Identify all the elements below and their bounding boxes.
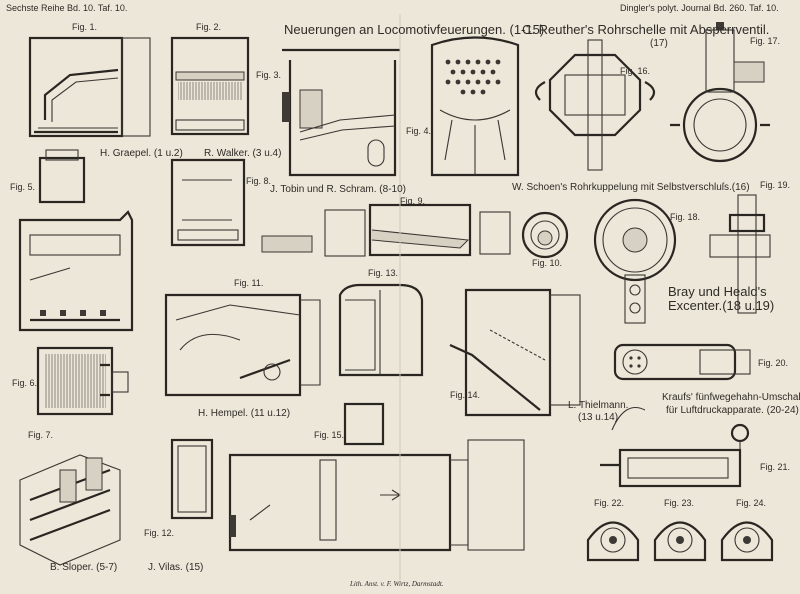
fig-2-label: Fig. 2. — [196, 22, 222, 32]
reuther-title: C. Reuther's Rohrschelle mit Absperrvent… — [522, 22, 770, 37]
kraus-title-2: für Luftdruckapparate. (20-24) — [666, 405, 799, 416]
drawing-fig-4 — [430, 36, 520, 177]
caption-hempel: H. Hempel. (11 u.12) — [198, 408, 291, 419]
fig-14-label: Fig. 14. — [450, 390, 481, 400]
fig-22-label: Fig. 22. — [594, 498, 625, 508]
drawing-fig-2 — [170, 36, 250, 136]
fig-8-label: Fig. 8. — [246, 176, 272, 186]
drawing-fig-22-24 — [586, 521, 774, 562]
drawing-fig-6 — [36, 346, 129, 416]
fig-6-label: Fig. 6. — [12, 378, 38, 388]
drawing-fig-8 — [170, 158, 246, 247]
bray-title-2: Excenter.(18 u.19) — [668, 298, 775, 313]
drawing-fig-19 — [709, 194, 771, 314]
fig-9-label: Fig. 9. — [400, 196, 426, 206]
lithographer-imprint: Lith. Anst. v. F. Wirtz, Darmstadt. — [350, 580, 444, 588]
reuther-range: (17) — [650, 38, 668, 49]
fig-10-label: Fig. 10. — [532, 258, 563, 268]
bray-title-1: Bray und Heald's — [668, 284, 767, 299]
drawing-fig-20 — [613, 343, 751, 381]
fig-3-label: Fig. 3. — [256, 70, 282, 80]
drawing-fig-12 — [170, 438, 214, 520]
caption-walker: R. Walker. (3 u.4) — [204, 148, 282, 159]
drawing-fig-9 — [261, 203, 511, 257]
fig-23-label: Fig. 23. — [664, 498, 695, 508]
fig-7-label: Fig. 7. — [28, 430, 54, 440]
schoen-title: W. Schoen's Rohrkuppelung mit Selbstvers… — [512, 182, 750, 193]
header-right: Dingler's polyt. Journal Bd. 260. Taf. 1… — [620, 3, 779, 13]
fig-17-label: Fig. 17. — [750, 36, 781, 46]
fig-13-label: Fig. 13. — [368, 268, 399, 278]
drawing-fig-1 — [28, 36, 151, 138]
caption-sloper: B. Sloper. (5-7) — [50, 562, 118, 573]
main-title: Neuerungen an Locomotivfeuerungen. (1-15… — [284, 22, 545, 37]
drawing-fig-17 — [670, 22, 770, 163]
drawing-fig-15 — [228, 402, 525, 552]
header-left: Sechste Reihe Bd. 10. Taf. 10. — [6, 3, 128, 13]
fig-16-label: Fig. 16. — [620, 66, 651, 76]
fig-1-label: Fig. 1. — [72, 22, 98, 32]
drawing-fig-13 — [338, 283, 424, 377]
fig-5-label: Fig. 5. — [10, 182, 36, 192]
drawing-fig-5 — [18, 149, 134, 332]
caption-graepel: H. Graepel. (1 u.2) — [100, 148, 183, 159]
caption-tobin: J. Tobin und R. Schram. (8-10) — [270, 184, 406, 195]
caption-thielmann-range: (13 u.14) — [578, 412, 619, 423]
drawing-fig-14 — [449, 288, 581, 417]
fig-12-label: Fig. 12. — [144, 528, 175, 538]
drawing-fig-3 — [282, 48, 400, 177]
caption-thielmann: L. Thielmann. — [568, 400, 629, 411]
fig-18-label: Fig. 18. — [670, 212, 701, 222]
fig-15-label: Fig. 15. — [314, 430, 345, 440]
fig-24-label: Fig. 24. — [736, 498, 767, 508]
fig-11-label: Fig. 11. — [234, 278, 264, 288]
drawing-fig-7 — [19, 454, 121, 566]
caption-vilas: J. Vilas. (15) — [148, 562, 204, 573]
fig-4-label: Fig. 4. — [406, 126, 432, 136]
drawing-fig-11 — [164, 293, 321, 397]
drawing-fig-18 — [593, 198, 677, 324]
fig-19-label: Fig. 19. — [760, 180, 791, 190]
fig-20-label: Fig. 20. — [758, 358, 789, 368]
fig-21-label: Fig. 21. — [760, 462, 791, 472]
drawing-fig-16 — [534, 39, 656, 171]
kraus-title-1: Kraufs' fünfwegehahn-Umschalter — [662, 392, 800, 403]
drawing-fig-10 — [521, 211, 569, 259]
drawing-fig-21 — [600, 406, 750, 488]
